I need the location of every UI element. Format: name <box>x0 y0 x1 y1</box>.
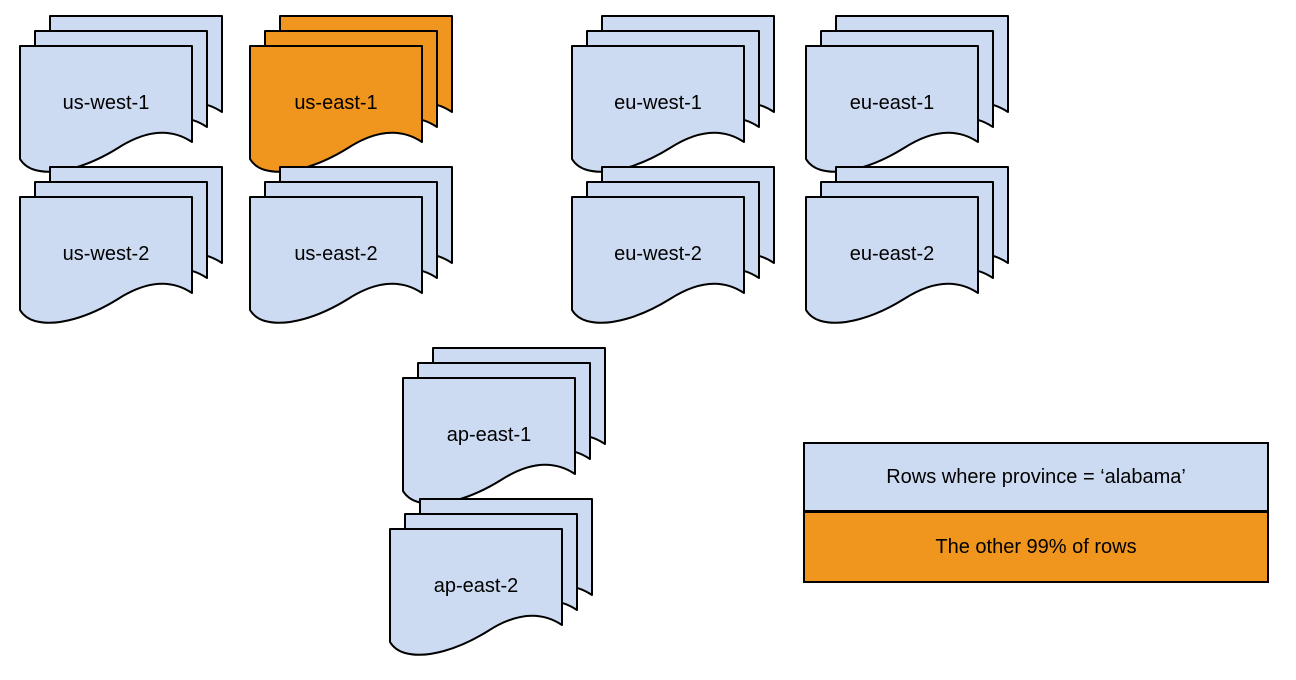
document-stack-ap-east-2: ap-east-2 <box>389 497 593 657</box>
document-stack-eu-east-1: eu-east-1 <box>805 14 1009 174</box>
document-stack-us-west-2: us-west-2 <box>19 165 223 325</box>
document-stack-eu-east-2: eu-east-2 <box>805 165 1009 325</box>
document-stack-eu-west-2: eu-west-2 <box>571 165 775 325</box>
document-stack-icon <box>402 347 606 505</box>
legend-item-label: The other 99% of rows <box>935 535 1137 558</box>
document-stack-icon <box>19 15 223 173</box>
document-stack-icon <box>389 498 593 656</box>
document-stack-icon <box>19 166 223 324</box>
legend-item-label: Rows where province = ‘alabama’ <box>886 465 1186 488</box>
document-stack-icon <box>249 15 453 173</box>
legend: Rows where province = ‘alabama’ The othe… <box>803 442 1269 583</box>
document-stack-icon <box>805 15 1009 173</box>
document-stack-icon <box>249 166 453 324</box>
document-stack-eu-west-1: eu-west-1 <box>571 14 775 174</box>
document-stack-ap-east-1: ap-east-1 <box>402 346 606 506</box>
document-stack-icon <box>571 166 775 324</box>
document-stack-icon <box>571 15 775 173</box>
document-stack-us-east-1: us-east-1 <box>249 14 453 174</box>
document-stack-icon <box>805 166 1009 324</box>
legend-item-other-rows: The other 99% of rows <box>805 513 1267 581</box>
document-stack-us-east-2: us-east-2 <box>249 165 453 325</box>
document-stack-us-west-1: us-west-1 <box>19 14 223 174</box>
legend-item-alabama-rows: Rows where province = ‘alabama’ <box>805 444 1267 513</box>
